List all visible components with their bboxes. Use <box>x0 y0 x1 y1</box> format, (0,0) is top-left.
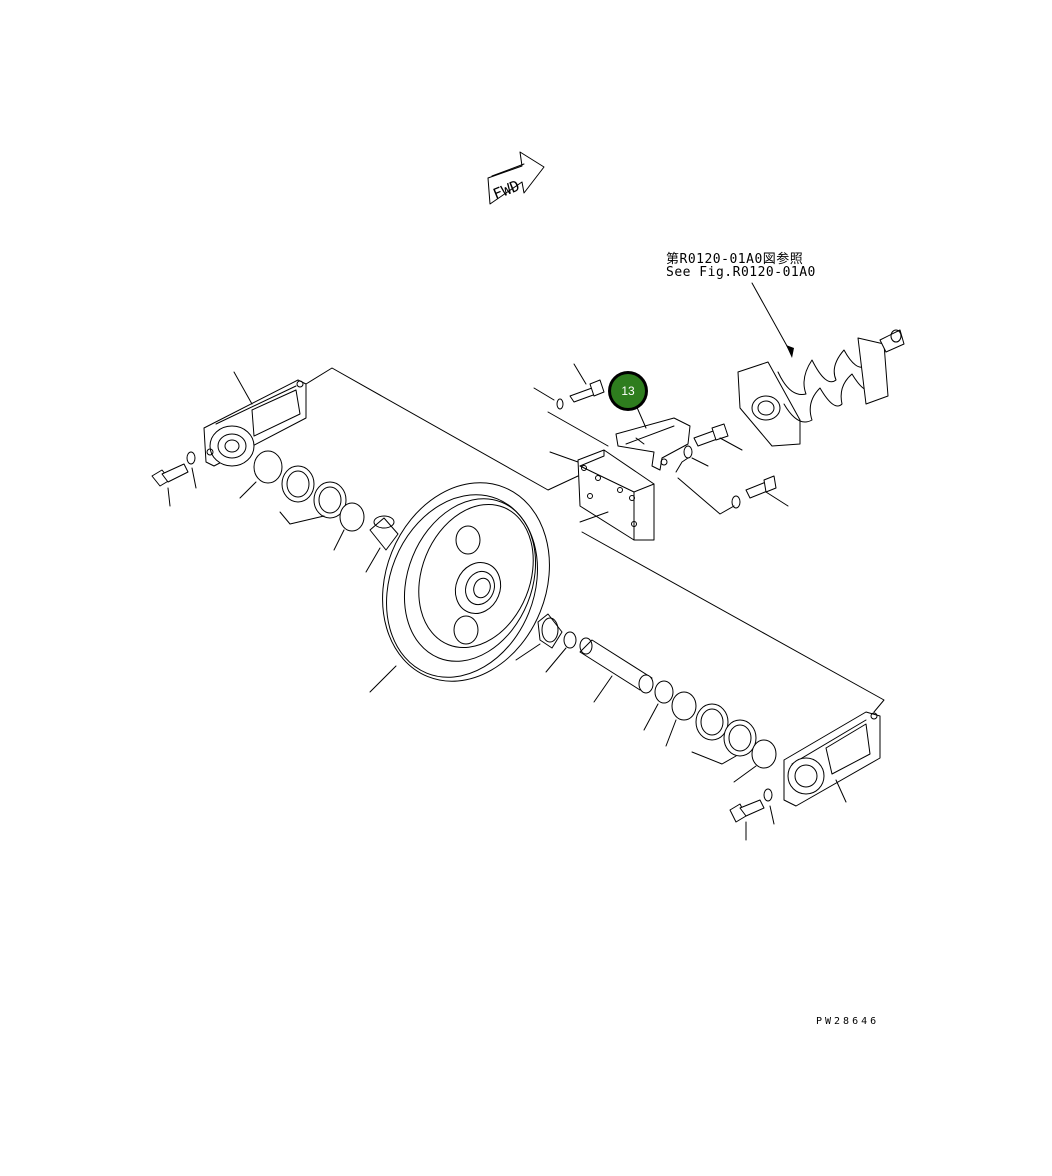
figure-code: PW28646 <box>816 1016 880 1027</box>
reference-text-jp: 第R0120-01A0図参照 <box>666 252 804 267</box>
shaft-group <box>515 613 654 703</box>
support-block <box>549 449 655 541</box>
left-bolt <box>151 451 197 507</box>
right-yoke <box>783 711 881 807</box>
assembly-lines <box>305 367 885 713</box>
callout-13[interactable]: 13 <box>608 371 648 411</box>
idler-wheel <box>369 482 550 693</box>
fwd-arrow-icon: FWD <box>487 151 545 205</box>
guard-bolts <box>533 363 789 509</box>
left-seal-group <box>239 450 399 573</box>
callout-number: 13 <box>621 384 635 398</box>
left-yoke <box>203 371 307 467</box>
recoil-spring-assembly <box>737 329 905 447</box>
reference-leader <box>751 282 794 358</box>
reference-text-en: See Fig.R0120-01A0 <box>666 265 816 280</box>
right-seal-group <box>643 680 777 783</box>
right-bolt <box>729 788 775 841</box>
guard-plate <box>615 417 691 471</box>
